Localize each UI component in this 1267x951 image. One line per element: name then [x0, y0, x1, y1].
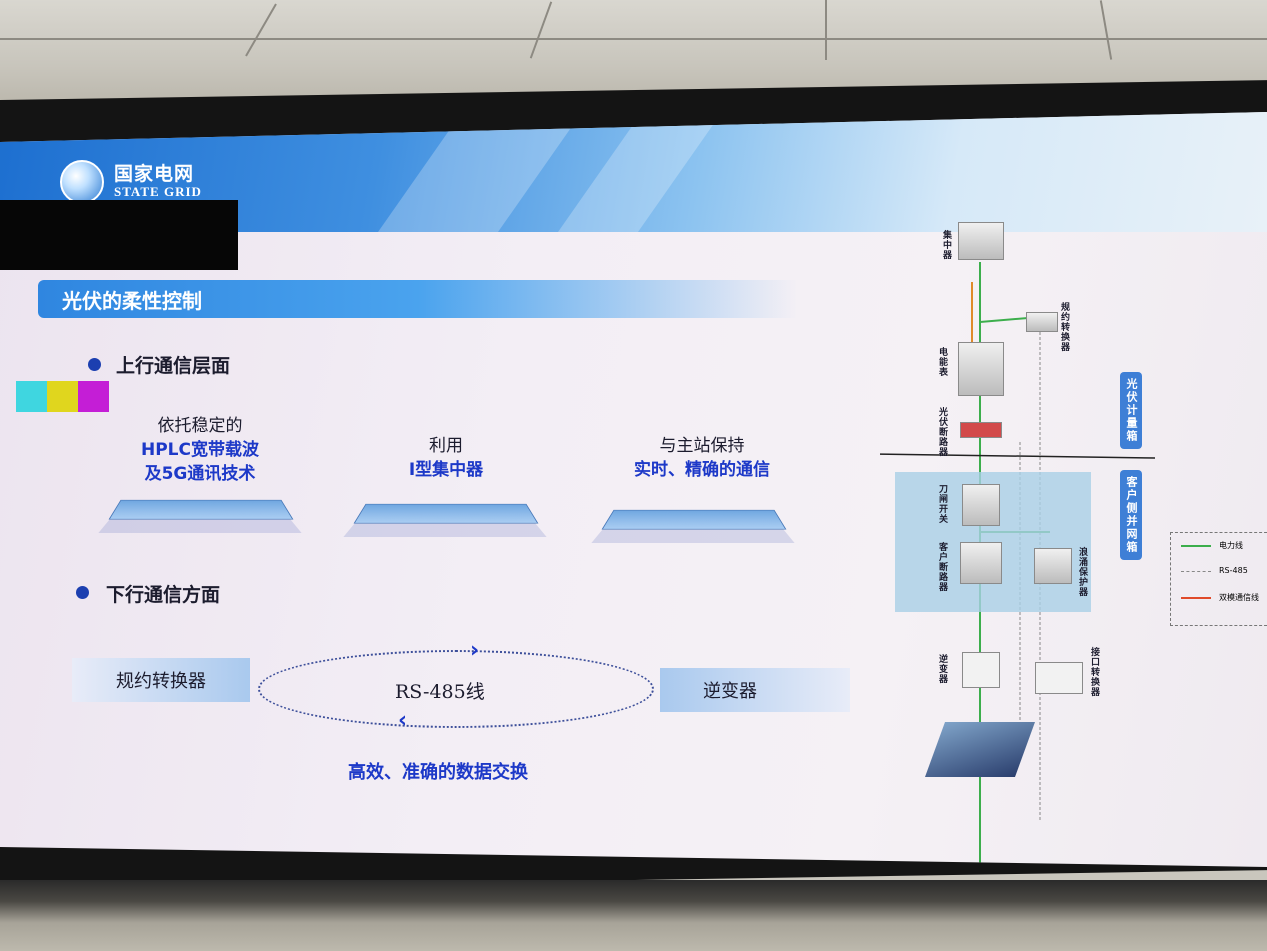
inverter-device — [962, 652, 1000, 688]
ceiling-grid-line — [529, 1, 553, 59]
redaction-block — [0, 200, 238, 270]
meter-box-tag: 光伏计量箱 — [1120, 372, 1142, 449]
ceiling-grid-line — [825, 0, 827, 60]
grid-box-tag: 客户侧并网箱 — [1120, 470, 1142, 560]
knife-switch-device — [962, 484, 1000, 526]
inverter-label: 逆变器 — [703, 681, 757, 702]
color-swatch-cyan — [16, 381, 47, 412]
upstream-item-2-highlight: I型集中器 — [408, 460, 484, 480]
upstream-item-1: 依托稳定的 HPLC宽带载波 及5G通讯技术 — [90, 414, 310, 486]
legend-swatch-dual — [1181, 597, 1211, 599]
arrow-left-icon: ‹ — [398, 708, 408, 733]
upstream-item-1-highlight: HPLC宽带载波 及5G通讯技术 — [141, 440, 259, 484]
banner-stripe — [557, 112, 723, 232]
bullet-dot — [88, 358, 101, 371]
arrow-right-icon: › — [470, 638, 480, 663]
upstream-item-1-plain: 依托稳定的 — [157, 416, 243, 436]
legend-label-rs485: RS-485 — [1219, 566, 1248, 575]
pv-breaker-device — [960, 422, 1002, 438]
section-title: 光伏的柔性控制 — [62, 289, 202, 313]
wall-bottom — [0, 880, 1267, 951]
downstream-heading: 下行通信方面 — [106, 584, 221, 606]
surge-protector-device — [1034, 548, 1072, 584]
bullet-dot — [76, 586, 89, 599]
legend-label-dual: 双模通信线 — [1219, 593, 1259, 602]
upstream-item-3: 与主站保持 实时、精确的通信 — [592, 434, 812, 482]
upstream-heading: 上行通信层面 — [116, 355, 231, 377]
rs485-link-ellipse — [258, 650, 654, 728]
rs485-link-label: RS-485线 — [395, 681, 485, 703]
upstream-item-3-plain: 与主站保持 — [659, 436, 745, 456]
protocol-converter-diagram-label: 规约转换器 — [1059, 302, 1069, 352]
upstream-item-2-plain: 利用 — [429, 436, 463, 456]
platform-graphic — [591, 502, 795, 552]
ceiling-grid-line — [245, 3, 277, 57]
wiring-diagram: 集中器 规约转换器 电能表 光伏断路器 刀闸开关 客户断路器 浪涌保护器 逆变器… — [869, 222, 1267, 867]
concentrator-label: 集中器 — [941, 230, 951, 260]
meter-label: 电能表 — [937, 347, 947, 377]
surge-protector-label: 浪涌保护器 — [1077, 547, 1087, 597]
color-swatch-magenta — [78, 381, 109, 412]
customer-breaker-label: 客户断路器 — [937, 542, 947, 592]
inverter-box: 逆变器 — [660, 668, 850, 712]
legend: 电力线 RS-485 双模通信线 — [1170, 532, 1267, 626]
color-swatch-yellow — [47, 381, 78, 412]
platform-graphic — [98, 492, 302, 542]
legend-label-power: 电力线 — [1219, 541, 1243, 550]
protocol-converter-device — [1026, 312, 1058, 332]
concentrator-device — [958, 222, 1004, 260]
data-exchange-caption: 高效、准确的数据交换 — [348, 762, 528, 783]
interface-converter-device — [1035, 662, 1083, 694]
state-grid-logo: 国家电网 STATE GRID — [60, 160, 202, 204]
globe-icon — [60, 160, 104, 204]
interface-converter-label: 接口转换器 — [1089, 647, 1099, 697]
upstream-item-2: 利用 I型集中器 — [336, 434, 556, 482]
projected-slide: 国家电网 STATE GRID 光伏的柔性控制 上行通信层面 依托稳定的 HPL… — [0, 112, 1267, 867]
meter-device — [958, 342, 1004, 396]
legend-swatch-power — [1181, 545, 1211, 547]
ceiling-grid-line — [0, 38, 1267, 40]
ceiling-grid-line — [1099, 0, 1113, 60]
protocol-converter-label: 规约转换器 — [116, 671, 206, 692]
upstream-item-3-highlight: 实时、精确的通信 — [634, 460, 770, 480]
brand-name-cn: 国家电网 — [114, 163, 195, 186]
platform-graphic — [343, 496, 547, 546]
brand-name-en: STATE GRID — [114, 184, 202, 200]
knife-switch-label: 刀闸开关 — [937, 484, 947, 524]
inverter-diagram-label: 逆变器 — [937, 654, 947, 684]
section-bar — [38, 280, 798, 318]
protocol-converter-box: 规约转换器 — [72, 658, 250, 702]
pv-breaker-label: 光伏断路器 — [937, 407, 947, 457]
legend-swatch-rs485 — [1181, 571, 1211, 572]
customer-breaker-device — [960, 542, 1002, 584]
